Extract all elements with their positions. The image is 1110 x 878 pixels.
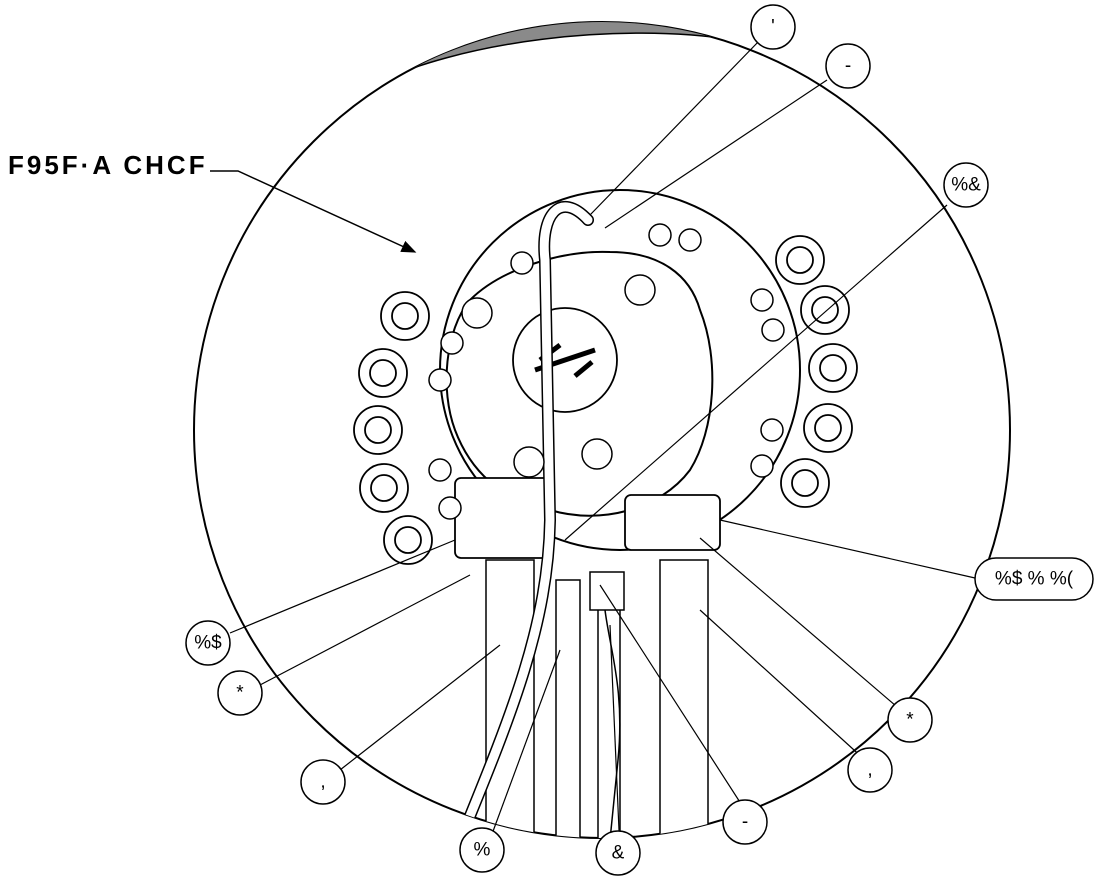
port-block-a	[454, 477, 551, 559]
callout-label: ,	[867, 760, 872, 781]
callout-right-lower: *	[887, 697, 933, 743]
callout-bottom-1: %	[459, 827, 505, 873]
callout-label: %&	[951, 175, 981, 196]
callout-bottom-left: ,	[300, 759, 346, 805]
callout-label: -	[845, 56, 851, 77]
socket-head-screws	[428, 223, 785, 520]
callout-label: *	[906, 710, 914, 731]
callout-right-upper: %&	[943, 162, 989, 208]
motor-bolts	[461, 274, 656, 478]
view-label: F95F·A CHCF	[8, 150, 208, 180]
callout-bottom-right: ,	[847, 747, 893, 793]
callout-right-mid: %$ % %(	[974, 557, 1094, 601]
callout-label: '	[771, 17, 775, 38]
callout-label: %$ % %(	[995, 569, 1074, 590]
callout-bottom-2: &	[595, 830, 641, 876]
callout-bottom-center: -	[722, 799, 768, 845]
drain-hose	[604, 609, 621, 838]
callout-left-upper: %$	[185, 620, 231, 666]
sensor-cable-core	[435, 202, 593, 838]
callout-label: *	[236, 683, 244, 704]
drain-fitting	[589, 571, 625, 611]
assembly-artwork	[353, 22, 858, 838]
callout-label: %	[474, 840, 491, 861]
hose-right	[659, 559, 709, 838]
callout-left-lower: *	[217, 670, 263, 716]
callout-top-2: -	[825, 43, 871, 89]
callout-label: -	[742, 812, 748, 833]
leader-lines	[229, 39, 976, 854]
hose-center-1	[555, 579, 581, 838]
callout-label: %$	[194, 633, 222, 654]
view-label-leader	[210, 170, 417, 253]
callout-top-1: '	[750, 4, 796, 50]
callout-label: ,	[320, 772, 325, 793]
callout-label: &	[612, 843, 625, 864]
port-block-p	[624, 494, 721, 551]
